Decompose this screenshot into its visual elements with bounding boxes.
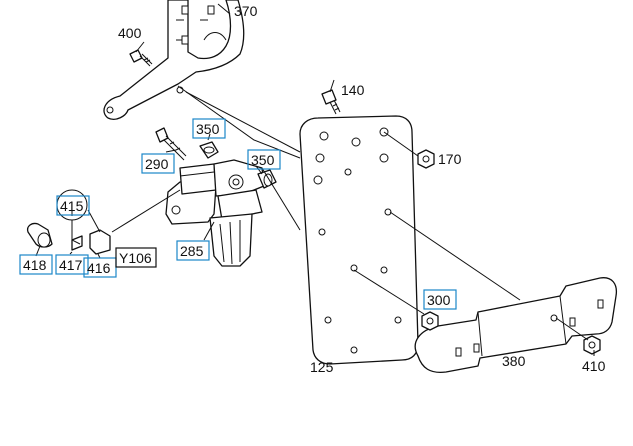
label-350-a: 350 xyxy=(196,121,220,137)
label-140: 140 xyxy=(341,82,365,98)
label-415: 415 xyxy=(60,198,84,214)
callout-140[interactable]: 140 xyxy=(341,82,365,98)
label-380: 380 xyxy=(502,353,526,369)
label-300: 300 xyxy=(427,292,451,308)
callout-box-350-b xyxy=(247,149,281,170)
callout-box-300 xyxy=(423,289,457,310)
label-170: 170 xyxy=(438,151,462,167)
label-400: 400 xyxy=(118,25,142,41)
callout-410[interactable]: 410 xyxy=(582,358,606,374)
callout-box-415 xyxy=(56,195,90,216)
callout-box-350-a xyxy=(192,118,226,139)
callout-350-b[interactable]: 350 xyxy=(247,149,281,170)
callout-285[interactable]: 285 xyxy=(176,240,210,261)
callout-290[interactable]: 290 xyxy=(141,153,175,174)
connector-418 xyxy=(26,222,53,248)
leader-lines xyxy=(35,3,595,356)
bolt-290 xyxy=(155,127,187,161)
callout-417[interactable]: 417 xyxy=(55,254,89,275)
callout-box-285 xyxy=(176,240,210,261)
callout-400[interactable]: 400 xyxy=(118,25,142,41)
callout-370[interactable]: 370 xyxy=(234,3,258,19)
nut-300 xyxy=(421,311,439,331)
nut-170 xyxy=(417,149,435,169)
fitting-350-a xyxy=(199,141,219,159)
label-125: 125 xyxy=(310,359,334,375)
callout-380[interactable]: 380 xyxy=(502,353,526,369)
label-370: 370 xyxy=(234,3,258,19)
label-416: 416 xyxy=(87,260,111,276)
label-Y106: Y106 xyxy=(119,250,152,266)
plug-416 xyxy=(89,229,111,255)
label-350-b: 350 xyxy=(251,152,275,168)
valve-assembly xyxy=(165,159,265,267)
callout-box-290 xyxy=(141,153,175,174)
label-285: 285 xyxy=(180,243,204,259)
label-418: 418 xyxy=(23,257,47,273)
plate-125 xyxy=(299,115,419,365)
bolt-140 xyxy=(321,89,341,115)
callout-350-a[interactable]: 350 xyxy=(192,118,226,139)
callout-Y106[interactable]: Y106 xyxy=(115,247,157,268)
label-290: 290 xyxy=(145,156,169,172)
label-417: 417 xyxy=(59,257,83,273)
bolt-400 xyxy=(129,49,153,67)
label-410: 410 xyxy=(582,358,606,374)
callout-300[interactable]: 300 xyxy=(423,289,457,310)
callout-170[interactable]: 170 xyxy=(438,151,462,167)
callout-box-418 xyxy=(19,254,53,275)
bracket-370 xyxy=(103,0,245,120)
callout-box-417 xyxy=(55,254,89,275)
callout-416[interactable]: 416 xyxy=(83,257,117,278)
callout-418[interactable]: 418 xyxy=(19,254,53,275)
callout-125[interactable]: 125 xyxy=(310,359,334,375)
callout-box-Y106 xyxy=(115,247,157,268)
nut-410 xyxy=(583,335,601,355)
callout-415[interactable]: 415 xyxy=(56,189,90,221)
